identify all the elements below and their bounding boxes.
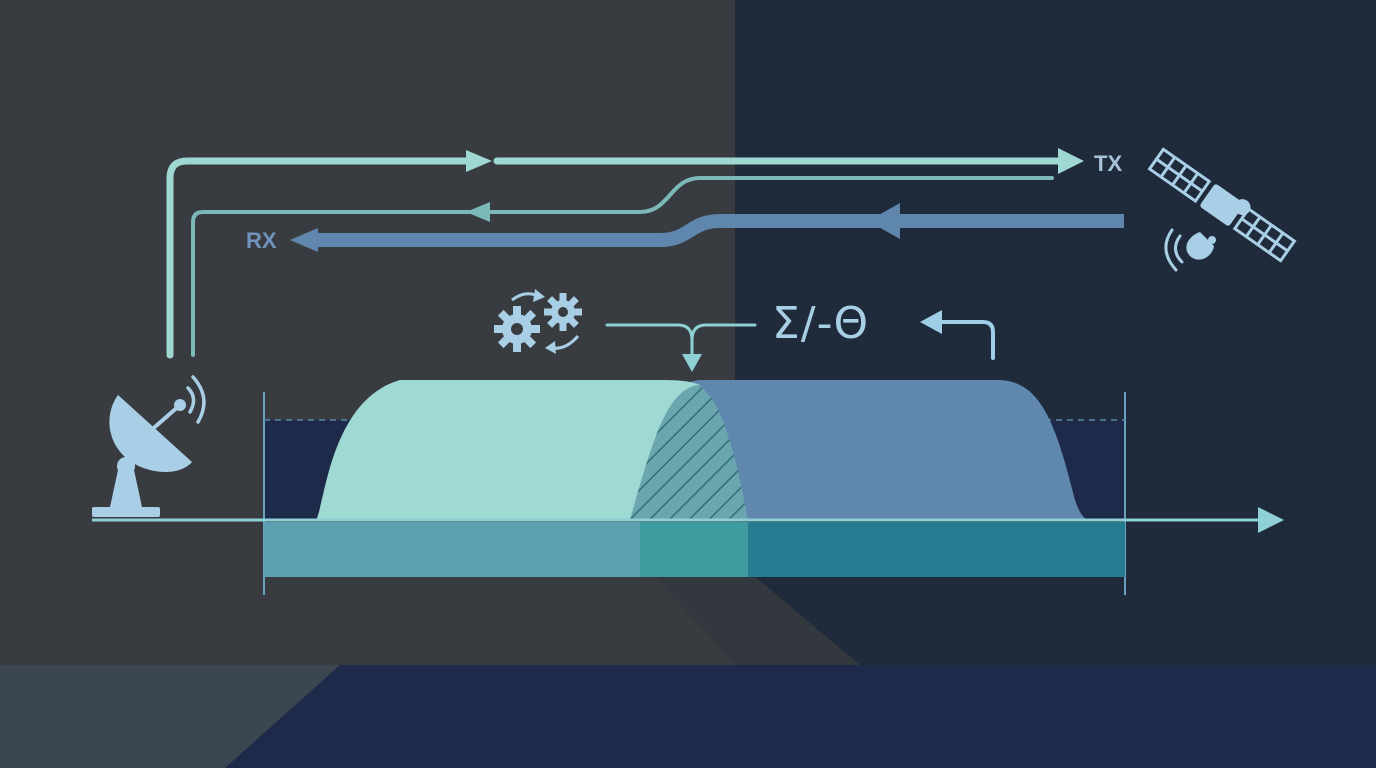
feedback-arrow: [920, 310, 995, 360]
gears-icon: [494, 289, 582, 354]
satellite-dish-signal-icon: [1164, 228, 1216, 272]
tx-arrowhead-1: [466, 150, 492, 172]
satellite-icon: [1147, 147, 1297, 263]
tx-arrowhead-2: [1058, 148, 1084, 174]
formula-label: Σ/-Θ: [772, 298, 870, 349]
rx-band: [630, 380, 1090, 520]
tx-band: [316, 380, 700, 520]
frequency-axis: [92, 507, 1284, 533]
tx-label: TX: [1094, 151, 1123, 176]
rx-secondary-arrowhead: [466, 202, 490, 222]
lower-band-strip: [264, 522, 1125, 577]
rx-arrowhead-2: [290, 228, 318, 252]
rx-arrowhead-1: [868, 203, 900, 239]
rx-path: [305, 214, 1124, 247]
rx-label: RX: [246, 228, 277, 253]
tx-path: [166, 157, 1064, 359]
processing-arrowhead: [682, 354, 702, 372]
rx-secondary-path: [191, 176, 1054, 357]
band-overlap-region: [630, 385, 748, 520]
processing-connector: [605, 323, 757, 360]
satellite-dish-icon: [92, 375, 206, 517]
